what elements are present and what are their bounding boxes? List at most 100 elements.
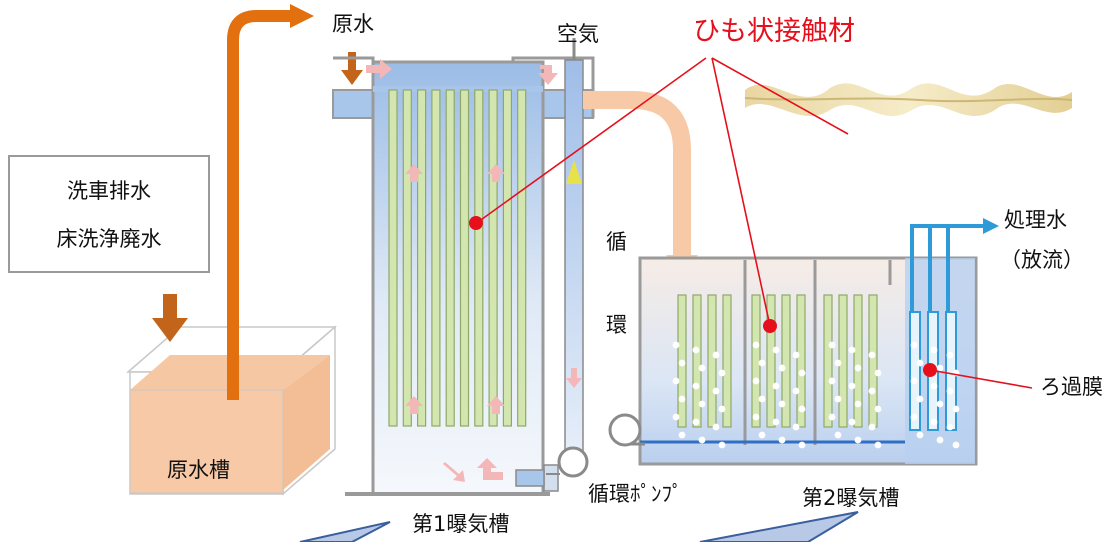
circulation-down-arrow (566, 368, 582, 388)
bubble (946, 423, 954, 431)
bubble (772, 382, 780, 390)
string-media-label: ひも状接触材 (693, 16, 855, 47)
bubble (828, 413, 836, 421)
media-string (474, 89, 484, 427)
bubble (834, 431, 842, 439)
raw-water-down-arrow (341, 52, 363, 85)
bubble (712, 423, 720, 431)
bubble (798, 405, 806, 413)
media-string (417, 89, 427, 427)
bubble (752, 341, 760, 349)
bubble (758, 359, 766, 367)
media-string (796, 294, 806, 428)
bubble (828, 341, 836, 349)
bubble (874, 369, 882, 377)
second-aeration-tank-label: 第2曝気槽 (802, 486, 900, 510)
string-media-photo (744, 83, 1073, 116)
treated-water-arrowhead (983, 218, 999, 234)
bubble (772, 346, 780, 354)
bubble (692, 346, 700, 354)
wastewater-label-2: 床洗浄廃水 (56, 227, 162, 251)
up-arrow (405, 396, 423, 414)
bubble (698, 364, 706, 372)
bubble (698, 436, 706, 444)
discharge-label: （放流） (1000, 248, 1084, 272)
raw-water-tank (125, 325, 338, 496)
wastewater-source-box: 洗車排水 床洗浄廃水 (8, 155, 210, 273)
bubble (874, 405, 882, 413)
bubble (758, 395, 766, 403)
filtration-membrane-label: ろ過膜 (1040, 375, 1103, 399)
circulation-pipe (515, 38, 589, 492)
callout-pointers (299, 511, 859, 542)
media-string (388, 89, 398, 427)
bubble (798, 441, 806, 449)
bubble (946, 351, 954, 359)
bubble (910, 413, 918, 421)
air-label: 空気 (557, 22, 599, 46)
orange-pipe (227, 10, 292, 400)
bubble (946, 387, 954, 395)
wastewater-label-1: 洗車排水 (67, 179, 151, 203)
bubble (718, 369, 726, 377)
bubble (778, 364, 786, 372)
bubble (778, 400, 786, 408)
up-arrows-tank1 (405, 164, 505, 414)
bubble (758, 431, 766, 439)
bubble (854, 436, 862, 444)
media-string (431, 89, 441, 427)
membrane-module (909, 311, 921, 431)
bubble (718, 405, 726, 413)
bubble (834, 395, 842, 403)
bubble (672, 413, 680, 421)
media-string (751, 294, 761, 428)
orange-pipe-arrowhead (290, 4, 314, 28)
bubble (910, 377, 918, 385)
bubble (868, 351, 876, 359)
bubble (834, 359, 842, 367)
leader-dots (469, 216, 937, 377)
bubble (692, 418, 700, 426)
bubble (916, 359, 924, 367)
bubble (778, 436, 786, 444)
bubble (698, 400, 706, 408)
bubble (916, 395, 924, 403)
bubbles (672, 341, 960, 449)
top-pink-arrows (366, 59, 558, 85)
leader-lines (477, 57, 1033, 389)
bubble (936, 436, 944, 444)
bubble (854, 364, 862, 372)
media-string (402, 89, 412, 427)
bubble (854, 400, 862, 408)
bubble (672, 341, 680, 349)
media-strings-tank1 (388, 89, 527, 427)
bubble (828, 377, 836, 385)
media-string (459, 89, 470, 427)
media-string (722, 294, 732, 428)
media-string (517, 89, 527, 427)
bubble (752, 413, 760, 421)
bubble (916, 431, 924, 439)
bubble (712, 351, 720, 359)
bubble (868, 387, 876, 395)
bubble (930, 418, 938, 426)
inflow-arrow (152, 294, 188, 342)
up-arrow (405, 164, 423, 182)
bubble (718, 441, 726, 449)
up-arrow (487, 164, 505, 182)
treated-water-pipes (910, 224, 985, 312)
transfer-pipe (583, 91, 691, 255)
media-string (692, 294, 702, 428)
bubble (692, 382, 700, 390)
bubble (798, 369, 806, 377)
media-string (766, 294, 776, 428)
bubble (752, 377, 760, 385)
raw-water-label: 原水 (332, 12, 374, 36)
media-string (502, 89, 512, 427)
bubble (936, 364, 944, 372)
bubble (930, 382, 938, 390)
circulation-label-2: 環 (606, 313, 627, 337)
bubble (792, 423, 800, 431)
bubble (952, 405, 960, 413)
